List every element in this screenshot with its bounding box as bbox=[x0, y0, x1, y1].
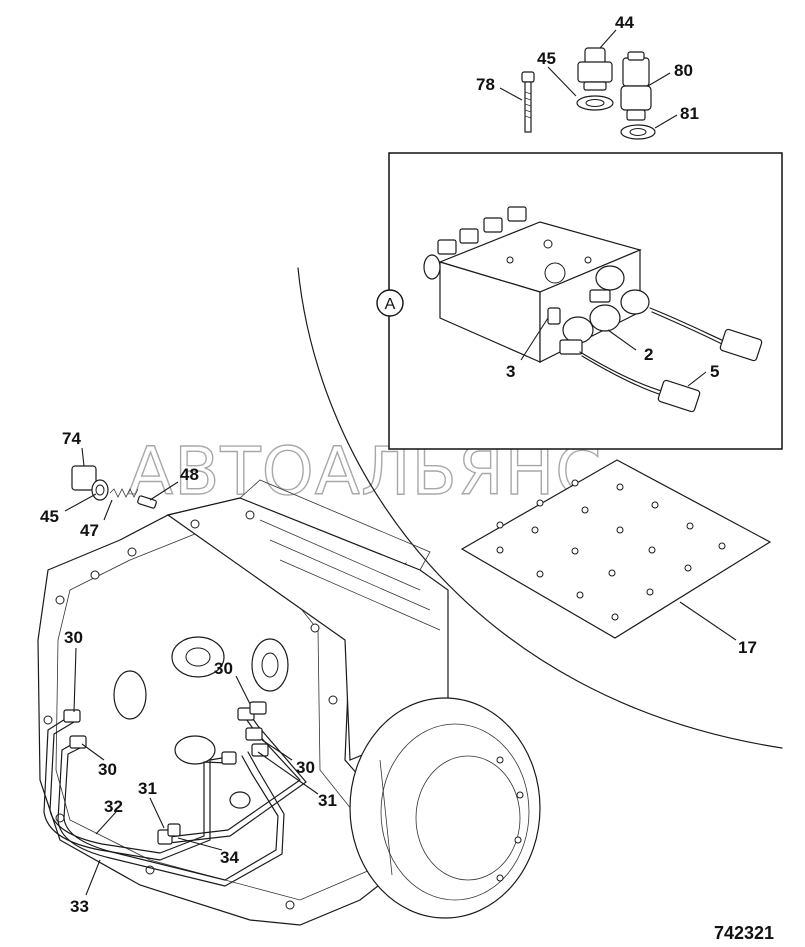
callout-2: 2 bbox=[644, 345, 653, 364]
callout-31-b: 31 bbox=[318, 791, 337, 810]
detail-marker bbox=[376, 289, 404, 317]
callout-48: 48 bbox=[180, 465, 199, 484]
part-80-pressure-switch bbox=[620, 51, 652, 121]
connector-upper bbox=[719, 328, 763, 362]
pipe-33 bbox=[57, 741, 285, 887]
figure-number: 742321 bbox=[714, 923, 774, 943]
callout-30-b: 30 bbox=[214, 659, 233, 678]
detail-arc bbox=[297, 267, 783, 749]
callout-32: 32 bbox=[104, 797, 123, 816]
callout-30-c: 30 bbox=[98, 760, 117, 779]
transmission-housing bbox=[37, 479, 541, 926]
callout-17: 17 bbox=[738, 638, 757, 657]
part-78-bolt bbox=[521, 71, 535, 133]
callout-30-d: 30 bbox=[296, 758, 315, 777]
part-45-washer-left bbox=[91, 479, 109, 501]
pipe-34 bbox=[159, 711, 307, 845]
detail-marker-label: A bbox=[385, 296, 396, 313]
callout-45-top: 45 bbox=[537, 49, 556, 68]
callout-3: 3 bbox=[506, 362, 515, 381]
part-45-washer bbox=[576, 95, 614, 111]
pipe-32 bbox=[43, 715, 229, 861]
callout-74: 74 bbox=[62, 429, 81, 448]
part-44-sensor bbox=[577, 47, 613, 91]
part-47-spring bbox=[109, 488, 139, 498]
callout-44: 44 bbox=[615, 13, 634, 32]
connector-lower bbox=[657, 379, 701, 413]
valve-block bbox=[423, 206, 650, 363]
callout-5: 5 bbox=[710, 362, 719, 381]
callout-33: 33 bbox=[70, 897, 89, 916]
callout-30-a: 30 bbox=[64, 628, 83, 647]
part-48-plunger bbox=[137, 495, 157, 509]
callout-45-left: 45 bbox=[40, 507, 59, 526]
callout-31-a: 31 bbox=[138, 779, 157, 798]
callout-78: 78 bbox=[476, 75, 495, 94]
fittings bbox=[63, 701, 269, 845]
callout-81: 81 bbox=[680, 104, 699, 123]
part-17-gasket bbox=[460, 459, 772, 639]
callout-47: 47 bbox=[80, 521, 99, 540]
part-81-washer bbox=[620, 124, 656, 140]
callout-80: 80 bbox=[674, 61, 693, 80]
callout-34: 34 bbox=[220, 848, 239, 867]
